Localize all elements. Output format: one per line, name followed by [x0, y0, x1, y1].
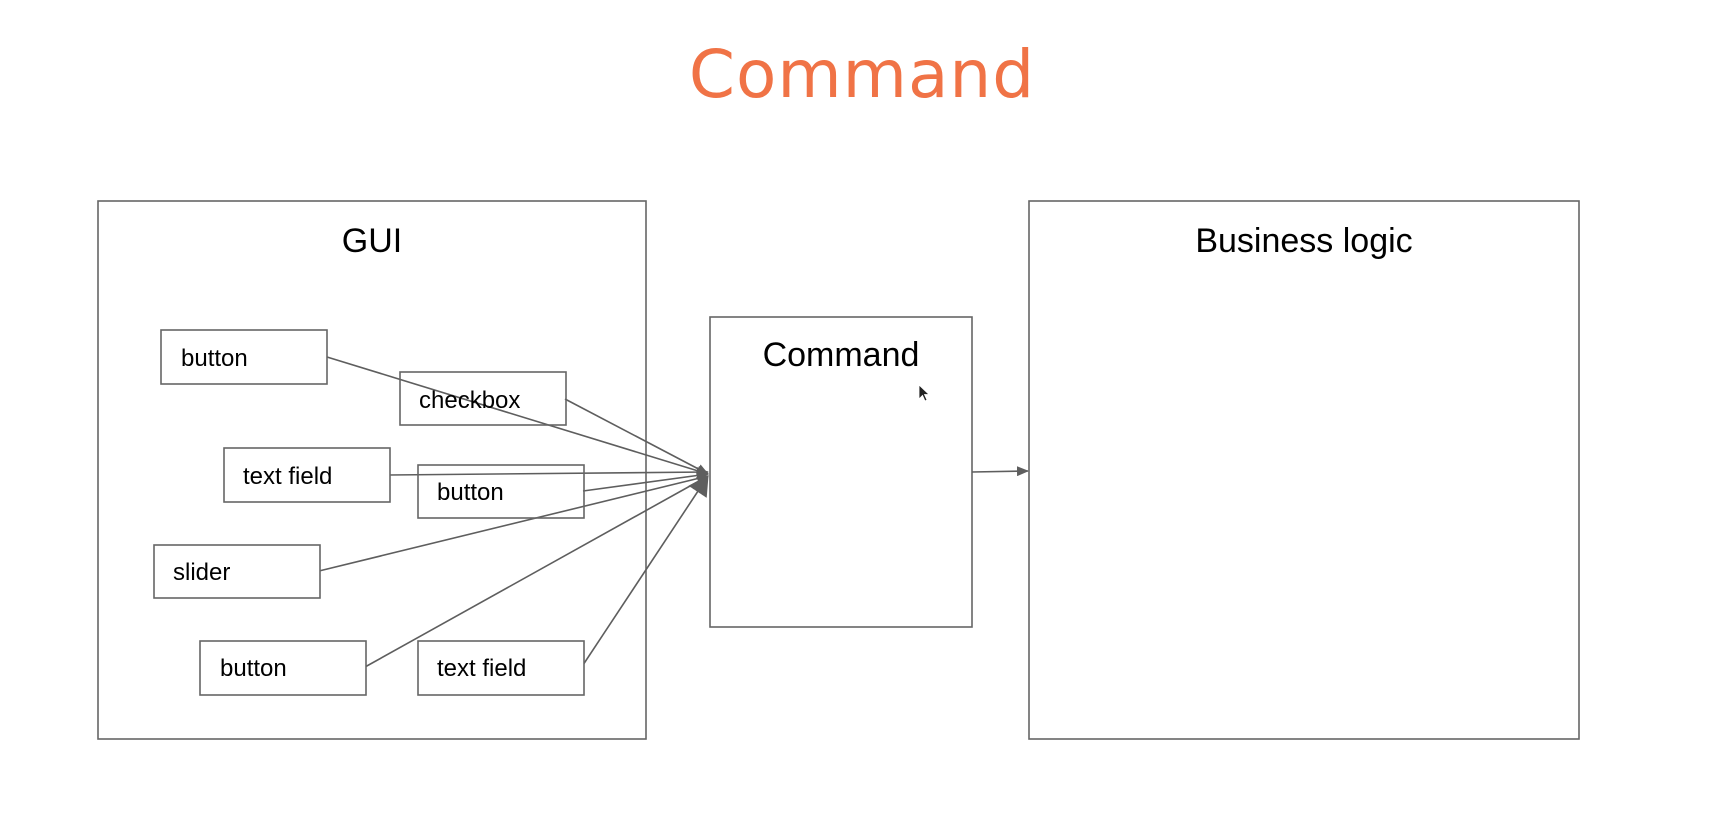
connector-button-2: [582, 470, 709, 492]
connector-slider: [318, 473, 709, 572]
connector-text-field-2: [582, 475, 709, 666]
gui-control-checkbox: checkbox: [399, 371, 567, 426]
control-label: text field: [437, 655, 526, 682]
control-label: button: [181, 345, 248, 372]
connector-button-1: [326, 356, 709, 476]
connector-text-field-1: [388, 467, 709, 478]
gui-control-text-field-2: text field: [417, 640, 585, 696]
command-label: Command: [763, 336, 920, 374]
slide-title: Command: [688, 36, 1036, 113]
connector-checkbox: [564, 398, 709, 475]
connector-command-to-business-logic: [971, 466, 1029, 477]
connectors: [318, 356, 709, 668]
command-box: Command: [709, 316, 973, 628]
gui-label: GUI: [342, 222, 402, 260]
control-label: button: [220, 655, 287, 682]
control-label: text field: [243, 463, 332, 490]
connector-button-3: [364, 475, 709, 668]
gui-control-text-field-1: text field: [223, 447, 391, 503]
control-label: checkbox: [419, 387, 520, 414]
mouse-pointer-icon: [918, 384, 931, 402]
business-logic-panel: Business logic: [1028, 200, 1580, 740]
control-label: button: [437, 479, 504, 506]
business-logic-label: Business logic: [1195, 222, 1412, 260]
gui-control-button-2: button: [417, 464, 585, 519]
gui-control-slider: slider: [153, 544, 321, 599]
gui-control-button-3: button: [199, 640, 367, 696]
control-label: slider: [173, 559, 230, 586]
gui-control-button-1: button: [160, 329, 328, 385]
